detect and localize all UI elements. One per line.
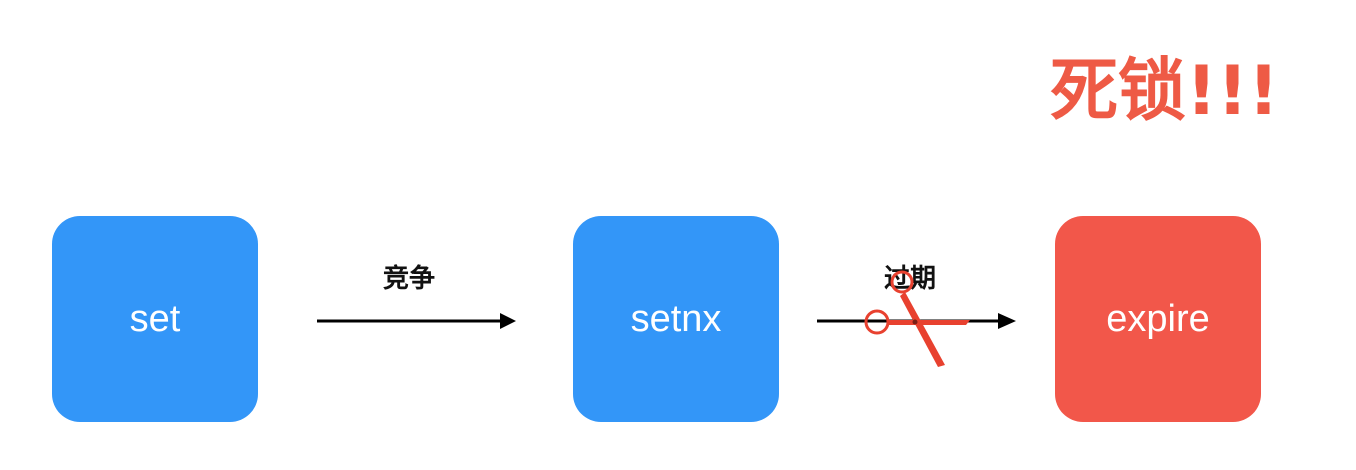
set-node-label: set [129,297,181,340]
setnx-node: setnx [573,216,779,422]
expire-node-label: expire [1106,297,1210,340]
compete-arrowhead [500,313,516,329]
expire-arrowhead [998,313,1016,329]
scissors-icon [864,270,970,367]
expire-node: expire [1055,216,1261,422]
set-node: set [52,216,258,422]
compete-edge-label: 竞争 [383,264,436,294]
deadlock-title: 死锁!!! [1050,52,1280,131]
setnx-node-label: setnx [630,297,722,340]
